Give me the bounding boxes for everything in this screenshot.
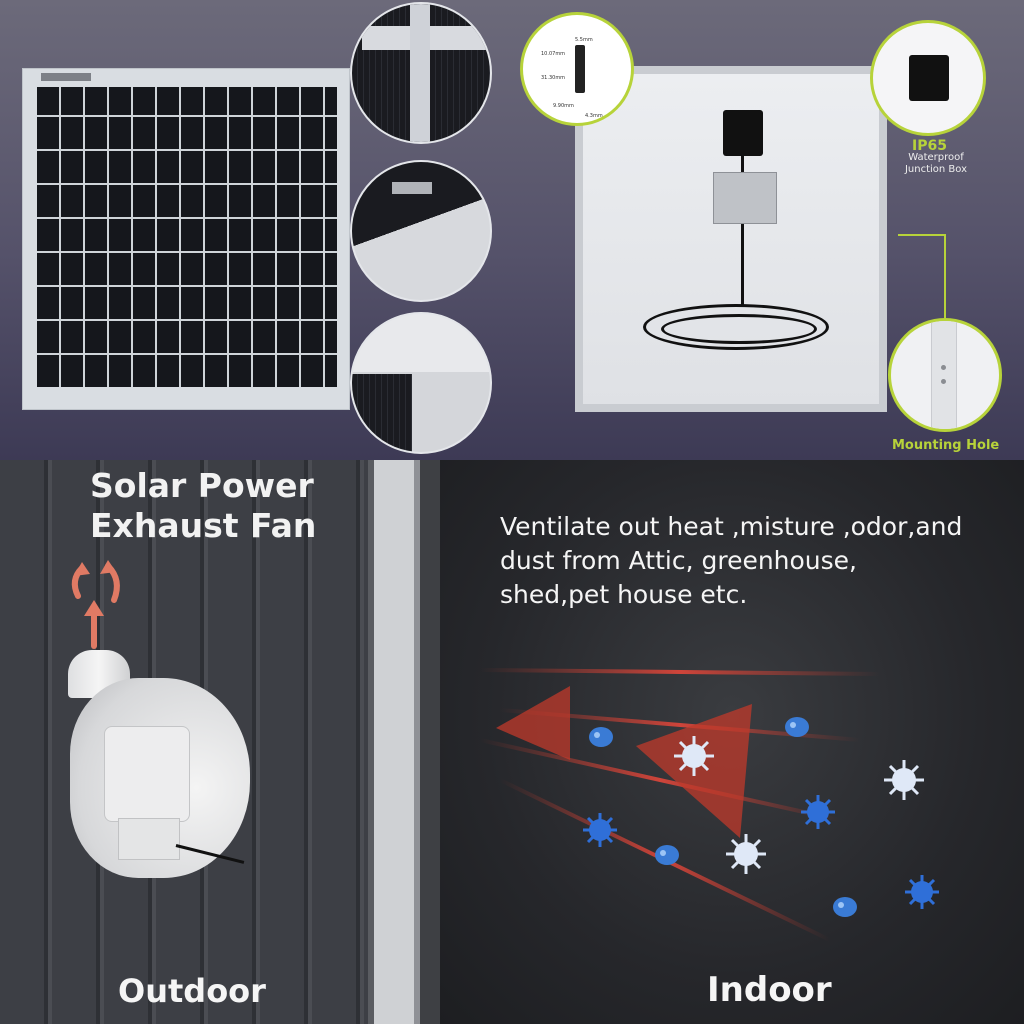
- detail-circle-dc-plug: 5.5mm 10.07mm 31.30mm 9.90mm 4.3mm: [520, 12, 634, 126]
- cable-vertical: [741, 156, 744, 306]
- title-line: Exhaust Fan: [90, 506, 317, 545]
- germ-icon: [905, 875, 939, 909]
- panel-label-strip: [41, 73, 91, 81]
- mounting-hole-icon: [941, 379, 946, 384]
- ip65-label: IP65: [912, 138, 947, 154]
- germ-icon: [884, 760, 924, 800]
- usage-description: Ventilate out heat ,misture ,odor,and du…: [500, 510, 1000, 612]
- product-title: Solar Power Exhaust Fan: [90, 466, 316, 546]
- germ-icon: [833, 897, 857, 917]
- title-line: Solar Power: [90, 466, 314, 505]
- indoor-label: Indoor: [707, 970, 832, 1010]
- fan-scene: Solar Power Exhaust Fan Ventilate out he…: [0, 460, 1024, 1024]
- germ-icon: [589, 727, 613, 747]
- junction-box-label: Junction Box: [904, 164, 968, 175]
- germ-icon: [583, 813, 617, 847]
- leader-line: [944, 234, 946, 318]
- mounting-hole-icon: [941, 365, 946, 370]
- exhaust-arrow-icon: [71, 560, 120, 649]
- solar-panel-showcase: 5.5mm 10.07mm 31.30mm 9.90mm 4.3mm IP65 …: [0, 0, 1024, 460]
- fan-motor-plate: [104, 726, 190, 822]
- fan-base: [118, 818, 180, 860]
- coiled-cable-inner: [661, 314, 817, 344]
- detail-circle-cells: [350, 2, 492, 144]
- dim-label: 31.30mm: [541, 75, 566, 81]
- description-line: shed,pet house etc.: [500, 580, 748, 609]
- detail-circle-junction-box: [870, 20, 986, 136]
- dim-label: 9.90mm: [553, 103, 574, 109]
- germ-icon: [655, 845, 679, 865]
- airflow-arrow-icon: [496, 686, 570, 760]
- mounting-hole-label: Mounting Hole: [892, 438, 1000, 453]
- germ-icon: [801, 795, 835, 829]
- solar-cells: [37, 87, 337, 387]
- airflow-ray: [479, 668, 881, 676]
- germ-icon: [785, 717, 809, 737]
- solar-panel-front: [22, 68, 350, 410]
- spec-label: [713, 172, 777, 224]
- germ-icon: [726, 834, 766, 874]
- airflow-ray: [479, 738, 841, 822]
- waterproof-label: Waterproof: [908, 152, 964, 163]
- coiled-cable: [643, 304, 829, 350]
- description-line: Ventilate out heat ,misture ,odor,and: [500, 512, 963, 541]
- door-frame: [368, 460, 440, 1024]
- junction-box-closeup-icon: [909, 55, 949, 101]
- description-line: dust from Attic, greenhouse,: [500, 546, 858, 575]
- dc-plug-icon: [575, 45, 585, 93]
- dim-label: 10.07mm: [541, 51, 566, 57]
- dim-label: 4.3mm: [585, 113, 603, 119]
- junction-box-icon: [723, 110, 763, 156]
- dim-label: 5.5mm: [575, 37, 593, 43]
- detail-circle-frame-edge: [350, 160, 492, 302]
- germ-icon: [674, 736, 714, 776]
- frame-rail: [931, 321, 957, 429]
- detail-circle-frame-corner: [350, 312, 492, 454]
- leader-line: [898, 234, 946, 236]
- detail-circle-mounting-hole: [888, 318, 1002, 432]
- solar-panel-back: [575, 66, 887, 412]
- outdoor-label: Outdoor: [118, 972, 266, 1010]
